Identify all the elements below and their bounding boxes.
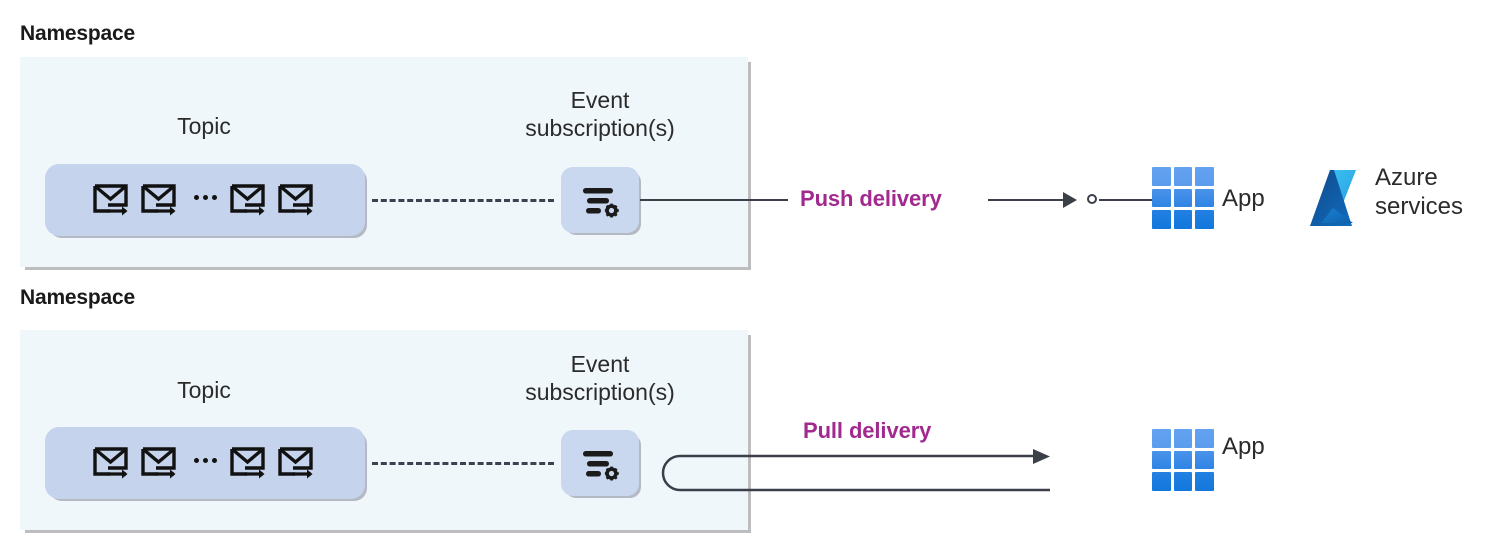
filter-gear-icon xyxy=(583,188,619,218)
topic-tile-pull[interactable] xyxy=(45,427,365,499)
topic-label-push: Topic xyxy=(177,113,231,139)
ellipsis-dots xyxy=(188,457,223,469)
pull-delivery-loop-path xyxy=(661,449,1050,492)
namespace-title-pull: Namespace xyxy=(20,286,135,309)
envelope-with-arrow-icon xyxy=(140,447,176,479)
envelope-with-arrow-icon xyxy=(92,447,128,479)
envelope-with-arrow-icon xyxy=(229,447,265,479)
envelope-with-arrow-icon xyxy=(277,184,313,216)
topic-to-subscription-connector-push xyxy=(372,199,554,202)
push-endpoint-connector-dot xyxy=(1087,194,1097,204)
app-grid-icon[interactable] xyxy=(1152,429,1214,491)
subscription-tile-push[interactable] xyxy=(561,167,639,233)
ellipsis-dots xyxy=(188,194,223,206)
filter-gear-icon xyxy=(583,451,619,481)
topic-tile-push[interactable] xyxy=(45,164,365,236)
topic-to-subscription-connector-pull xyxy=(372,462,554,465)
envelope-with-arrow-icon xyxy=(277,447,313,479)
pull-delivery-label: Pull delivery xyxy=(803,418,932,443)
push-delivery-label: Push delivery xyxy=(800,186,942,211)
push-delivery-arrow-line xyxy=(988,199,1066,201)
app-grid-icon[interactable] xyxy=(1152,167,1214,229)
azure-services-label: Azure services xyxy=(1375,164,1464,220)
subscription-label-push: Event subscription(s) xyxy=(525,87,675,141)
subscription-to-push-line xyxy=(640,199,788,201)
subscription-tile-pull[interactable] xyxy=(561,430,639,496)
app-label-push: App xyxy=(1222,185,1265,212)
envelope-with-arrow-icon xyxy=(229,184,265,216)
app-label-pull: App xyxy=(1222,433,1265,460)
namespace-title-push: Namespace xyxy=(20,22,135,45)
push-delivery-arrow-head xyxy=(1063,192,1077,208)
push-endpoint-to-app-line xyxy=(1099,199,1154,201)
envelope-with-arrow-icon xyxy=(140,184,176,216)
topic-label-pull: Topic xyxy=(177,377,231,403)
azure-logo-icon xyxy=(1300,165,1368,236)
subscription-label-pull: Event subscription(s) xyxy=(525,351,675,405)
envelope-with-arrow-icon xyxy=(92,184,128,216)
